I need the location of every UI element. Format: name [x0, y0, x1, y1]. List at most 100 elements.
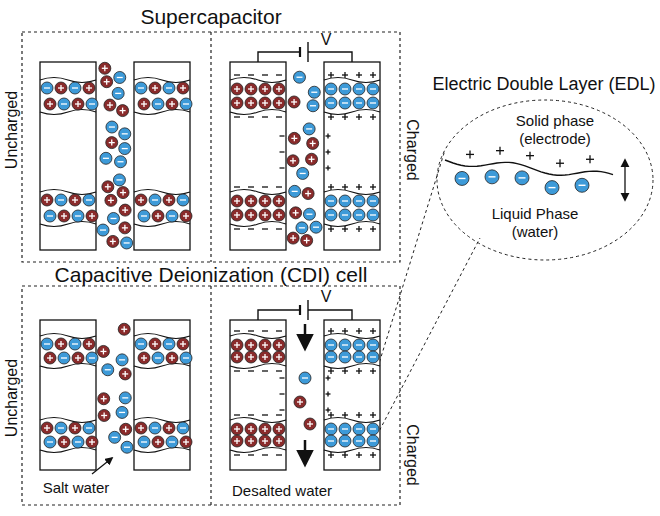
anion [367, 83, 379, 95]
cation [273, 351, 285, 363]
anion [325, 435, 337, 447]
anion [339, 351, 351, 363]
cation [273, 83, 285, 95]
charge-mark [248, 414, 254, 415]
cation [307, 137, 319, 149]
charge-mark [344, 72, 345, 78]
charge-mark [344, 452, 345, 458]
charge-mark [234, 74, 240, 75]
cation [306, 153, 318, 165]
cation [83, 338, 95, 350]
charge-mark [280, 409, 285, 410]
cation [273, 423, 285, 435]
cation [41, 194, 53, 206]
cation [245, 195, 257, 207]
cation [152, 210, 164, 222]
cation [245, 351, 257, 363]
cation [245, 435, 257, 447]
charge-mark [358, 412, 359, 418]
charge-mark [234, 228, 240, 229]
cation [86, 436, 98, 448]
anion [325, 83, 337, 95]
anion [296, 222, 308, 234]
cation [231, 351, 243, 363]
cation [119, 368, 131, 380]
anion [353, 351, 365, 363]
cation [97, 345, 109, 357]
cation [259, 97, 271, 109]
panel-title: Electric Double Layer (EDL) [428, 74, 660, 96]
cation [180, 210, 192, 222]
charge-mark [344, 328, 345, 334]
charge-mark [262, 74, 268, 75]
charge-mark [344, 184, 345, 190]
anion [115, 156, 127, 168]
anion [149, 194, 161, 206]
anion [72, 436, 84, 448]
charge-mark [529, 152, 530, 160]
charge-mark [234, 454, 240, 455]
anion [113, 174, 125, 186]
cation [99, 62, 111, 74]
anion [297, 167, 309, 179]
charge-mark [276, 186, 282, 187]
cation [120, 423, 132, 435]
charge-mark [327, 150, 328, 155]
cation [294, 396, 306, 408]
cation [288, 96, 300, 108]
cation [152, 436, 164, 448]
cation [245, 339, 257, 351]
cation [231, 83, 243, 95]
anion [367, 435, 379, 447]
flow-arrow [304, 324, 307, 464]
charge-mark [372, 412, 373, 418]
anion [485, 170, 499, 184]
charge-mark [276, 228, 282, 229]
cation [287, 155, 299, 167]
anion [325, 195, 337, 207]
charge-mark [372, 184, 373, 190]
charge-mark [280, 151, 285, 152]
charge-mark [234, 116, 240, 117]
anion [119, 392, 131, 404]
anion [114, 71, 126, 83]
anion [152, 352, 164, 364]
cation [273, 339, 285, 351]
anion [515, 171, 529, 185]
charge-mark [262, 454, 268, 455]
anion [116, 354, 128, 366]
charge-mark [372, 368, 373, 374]
cation [118, 323, 130, 335]
charge-mark [589, 155, 590, 163]
charge-mark [330, 452, 331, 458]
charge-mark [330, 114, 331, 120]
anion [102, 364, 114, 376]
ion [41, 62, 379, 453]
anion [339, 209, 351, 221]
cation [138, 98, 150, 110]
charge-mark [358, 328, 359, 334]
cation [117, 187, 129, 199]
voltage-label: V [321, 31, 332, 49]
anion [367, 195, 379, 207]
anion [121, 441, 133, 453]
charge-mark [327, 392, 328, 397]
charge-mark [358, 114, 359, 120]
state-label: Uncharged [3, 359, 21, 437]
panel-title: Supercapacitor [22, 4, 400, 29]
charge-mark [372, 328, 373, 334]
cation [231, 423, 243, 435]
charge-mark [358, 72, 359, 78]
anion [86, 98, 98, 110]
anion [339, 339, 351, 351]
anion [303, 208, 315, 220]
cation [107, 235, 119, 247]
cation [273, 195, 285, 207]
cation [231, 209, 243, 221]
anion [353, 195, 365, 207]
phase-label: Solid phase (electrode) [500, 112, 610, 148]
cation [259, 435, 271, 447]
anion [353, 435, 365, 447]
anion [367, 339, 379, 351]
charge-mark [344, 412, 345, 418]
